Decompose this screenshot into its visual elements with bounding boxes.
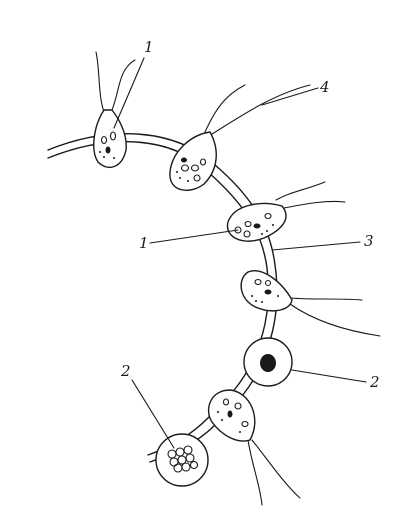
- leader-line-1-top: [113, 57, 145, 129]
- daughter-cell-cluster: [167, 445, 199, 473]
- flagellum: [211, 84, 311, 135]
- flagellum: [283, 200, 346, 209]
- leader-line-3: [271, 241, 361, 251]
- vacuole: [190, 164, 200, 172]
- label-4: 4: [319, 78, 330, 96]
- vacuole: [264, 279, 272, 287]
- flagellum: [111, 59, 136, 111]
- flagellum: [275, 181, 326, 201]
- flagellate-cell-middle: [226, 181, 346, 242]
- dividing-cyst: [155, 433, 209, 487]
- nucleus: [105, 146, 111, 154]
- cell-body: [226, 202, 287, 242]
- flagellum: [289, 303, 381, 337]
- flagellate-cell-upper: [169, 84, 311, 192]
- vacuole: [199, 158, 207, 166]
- label-1-top: 1: [144, 38, 154, 56]
- vacuole: [109, 131, 117, 141]
- encysted-cell-dark: [243, 337, 293, 387]
- flagellum: [251, 439, 301, 499]
- nucleus: [264, 289, 272, 295]
- label-2-right: 2: [369, 373, 380, 391]
- vacuole: [180, 164, 190, 172]
- cell-body: [93, 109, 127, 169]
- vacuole: [244, 220, 252, 228]
- flagellum: [291, 297, 363, 301]
- flagellate-cell-top: [93, 51, 136, 169]
- vacuole: [234, 402, 242, 410]
- flagellum: [247, 439, 263, 506]
- nucleus: [227, 410, 233, 418]
- label-3: 3: [364, 232, 374, 250]
- nucleus: [181, 157, 187, 163]
- vacuole: [193, 174, 201, 182]
- label-2-left: 2: [120, 362, 131, 380]
- nucleus: [253, 223, 261, 229]
- label-1-mid: 1: [139, 234, 149, 252]
- vacuole: [264, 212, 272, 220]
- vacuole: [222, 398, 230, 406]
- dark-nucleus: [260, 354, 276, 372]
- vacuole: [241, 420, 249, 428]
- leader-line-1-mid: [149, 229, 239, 244]
- vacuole: [100, 135, 108, 145]
- flagellate-cell-lower: [240, 270, 381, 337]
- vacuole: [254, 278, 262, 286]
- leader-line-2-left: [131, 379, 175, 449]
- flagellum: [204, 84, 246, 133]
- cyst-wall: [155, 433, 209, 487]
- vacuole: [243, 230, 251, 238]
- flagellum: [95, 51, 105, 113]
- flagellate-cell-bottom: [207, 389, 301, 506]
- cell-body: [169, 131, 217, 192]
- leader-line-2-right: [291, 369, 367, 383]
- leader-line-4: [261, 87, 319, 106]
